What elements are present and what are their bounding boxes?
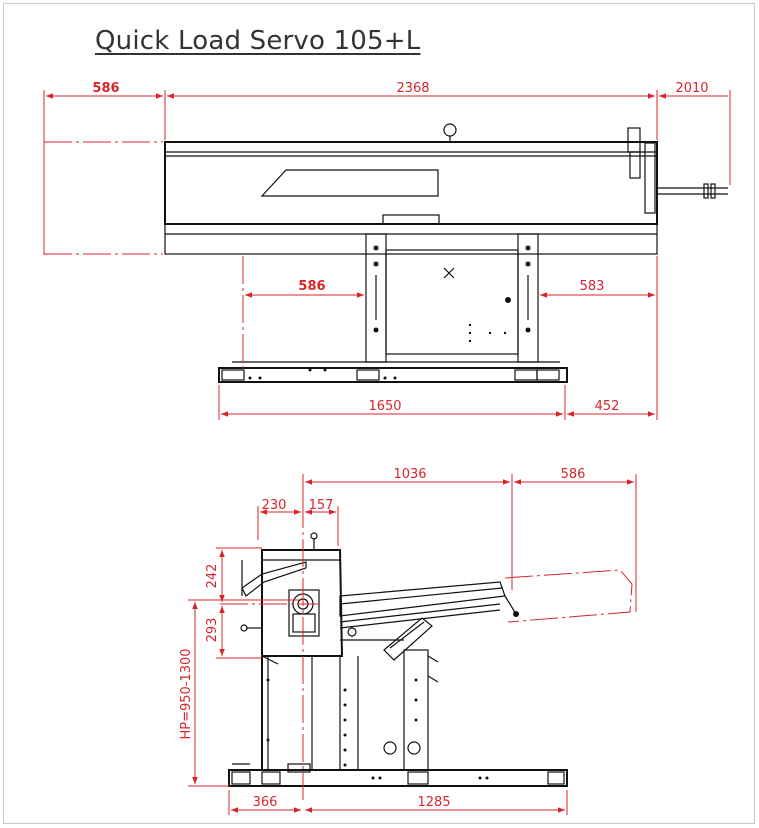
side-view	[220, 500, 568, 800]
dim-inner-left: 586	[298, 279, 325, 294]
dim-right-overhang: 2010	[675, 81, 708, 96]
dim-width-left: 230	[262, 498, 287, 513]
top-view-dimensions: 586 2368 2010 586 583 1650 452	[43, 81, 731, 420]
lifting-eye-icon	[443, 123, 457, 137]
dim-reach-extra: 586	[561, 467, 586, 482]
operator-panel	[383, 617, 433, 661]
dim-hp-range: HP=950-1300	[179, 648, 194, 739]
panel-cross-icon	[443, 267, 455, 279]
dim-inner-right: 583	[580, 279, 605, 294]
top-view	[164, 123, 728, 383]
main-body-outline	[164, 141, 658, 225]
drawing-title: Quick Load Servo 105+L	[95, 26, 421, 56]
dim-base-length: 1650	[368, 399, 401, 414]
body-window	[260, 169, 439, 197]
wheel-right-icon	[407, 741, 421, 755]
drawing-frame	[3, 3, 755, 824]
bar-channel	[339, 581, 506, 617]
dim-lower-height: 293	[205, 618, 220, 643]
dim-base-right: 452	[595, 399, 620, 414]
dim-width-right: 157	[309, 498, 334, 513]
dim-reach: 1036	[393, 467, 426, 482]
wheel-left-icon	[383, 741, 397, 755]
control-panel	[385, 249, 519, 355]
dim-base-left: 366	[253, 795, 278, 810]
dim-upper-height: 242	[205, 564, 220, 589]
loading-tray	[241, 561, 307, 597]
dim-body-length: 2368	[396, 81, 429, 96]
dim-base-right: 1285	[417, 795, 450, 810]
side-view-dimensions: 1036 586 230 157 242 293 HP=950-1300	[179, 467, 637, 815]
base-frame	[218, 367, 568, 383]
side-base-frame	[228, 769, 568, 787]
housing-outline	[261, 549, 344, 657]
dim-left-overhang: 586	[92, 81, 119, 96]
